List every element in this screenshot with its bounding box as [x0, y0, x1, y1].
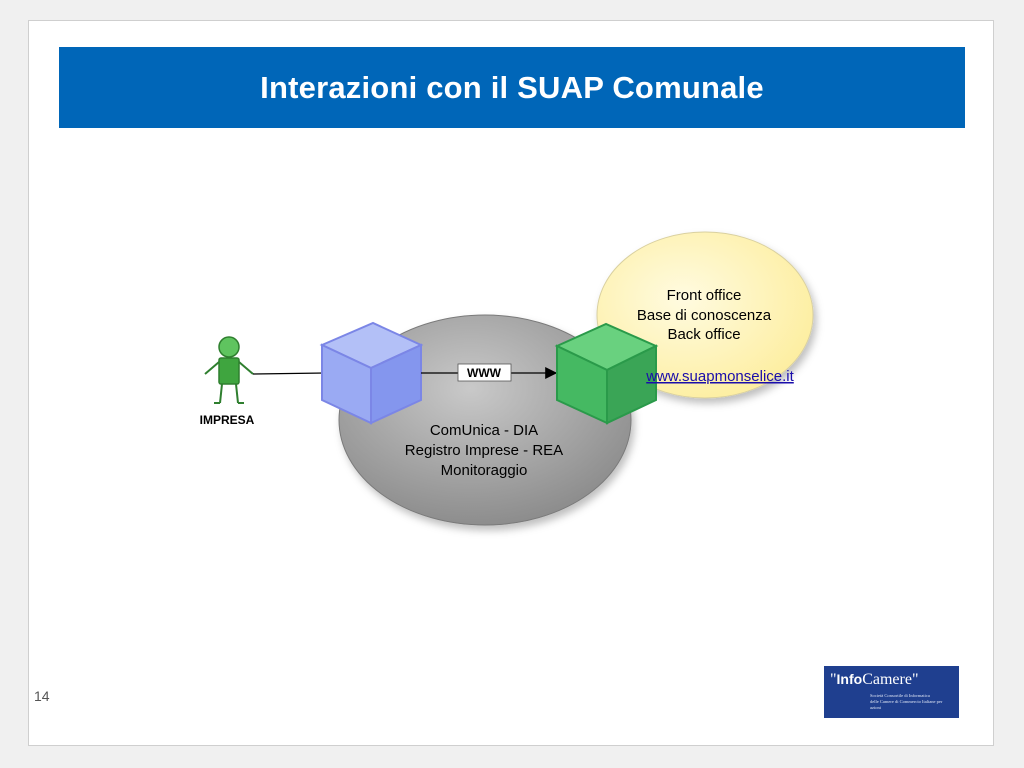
logo-name: "InfoCamere" — [830, 670, 953, 689]
logo-name-rest: Camere" — [862, 671, 919, 688]
central-line-3: Monitoraggio — [441, 462, 528, 479]
logo-subtitle: Società Consortile di Informatica delle … — [870, 693, 953, 711]
central-line-1: ComUnica - DIA — [430, 422, 538, 439]
title-bar: Interazioni con il SUAP Comunale — [59, 47, 965, 128]
logo-subtitle-line-2: delle Camere di Commercio Italiane per a… — [870, 699, 943, 710]
logo-quote: " — [830, 671, 837, 688]
blue-cube-icon — [319, 321, 424, 425]
person-icon — [204, 336, 254, 404]
logo-subtitle-line-1: Società Consortile di Informatica — [870, 693, 930, 698]
central-line-2: Registro Imprese - REA — [405, 442, 563, 459]
slide: Interazioni con il SUAP Comunale — [28, 20, 994, 746]
slide-title: Interazioni con il SUAP Comunale — [260, 69, 764, 105]
infocamere-logo: "InfoCamere" Società Consortile di Infor… — [824, 666, 959, 718]
callout-line-2: Base di conoscenza — [637, 307, 772, 324]
green-cube-icon — [554, 322, 659, 425]
callout-line-3: Back office — [667, 326, 740, 343]
page-number: 14 — [34, 688, 50, 704]
www-label-box — [457, 363, 512, 382]
callout-line-1: Front office — [667, 287, 742, 304]
suap-link[interactable]: www.suapmonselice.it — [645, 368, 794, 385]
actor-label: IMPRESA — [200, 413, 255, 427]
actor-connector — [252, 372, 326, 375]
www-label: WWW — [467, 366, 502, 380]
logo-name-bold: Info — [836, 671, 863, 687]
